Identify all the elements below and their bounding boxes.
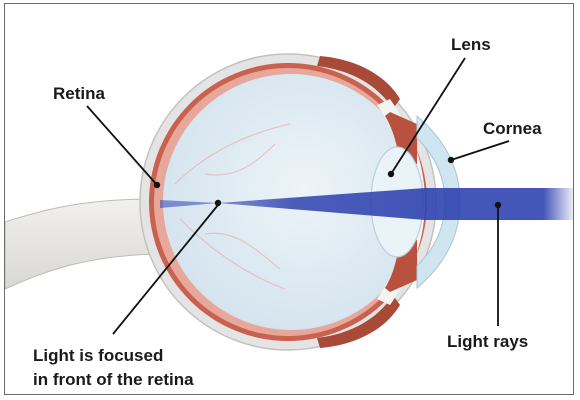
cornea-label: Cornea bbox=[483, 119, 542, 138]
optic-nerve bbox=[5, 199, 155, 289]
focus-label-line1: Light is focused bbox=[33, 346, 163, 365]
eye-myopia-diagram: Retina Lens Cornea Light rays Light is f… bbox=[5, 4, 573, 394]
light-rays-label: Light rays bbox=[447, 332, 528, 351]
cornea-leader bbox=[451, 141, 509, 160]
focus-label-line2: in front of the retina bbox=[33, 370, 194, 389]
diagram-frame: Retina Lens Cornea Light rays Light is f… bbox=[4, 3, 574, 395]
retina-leader bbox=[87, 106, 157, 185]
retina-label: Retina bbox=[53, 84, 106, 103]
lens-label: Lens bbox=[451, 35, 491, 54]
